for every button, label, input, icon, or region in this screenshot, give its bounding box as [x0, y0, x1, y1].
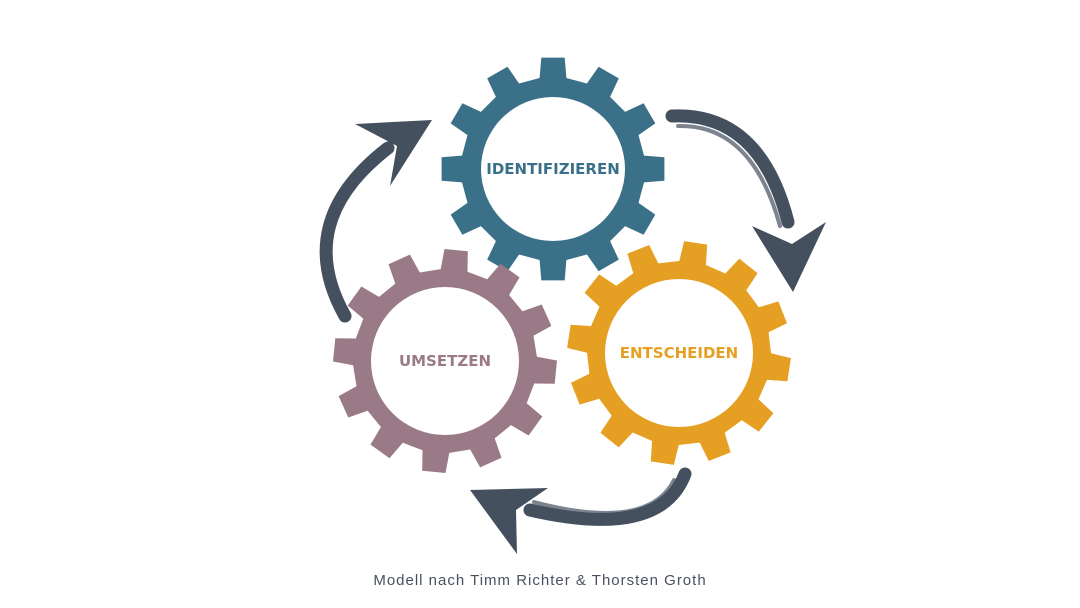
model-attribution-caption: Modell nach Timm Richter & Thorsten Grot…	[373, 572, 707, 589]
gear-shape	[441, 57, 665, 281]
gear-identifizieren: IDENTIFIZIEREN	[441, 57, 665, 281]
arrow-shaft	[319, 141, 395, 323]
cycle-arrows	[319, 109, 826, 554]
arrow-head	[752, 222, 826, 292]
arrow-implement-to-identify	[319, 120, 432, 323]
arrow-shaft-brush	[322, 158, 382, 300]
gear-label-umsetzen: UMSETZEN	[399, 352, 491, 370]
arrow-shaft	[523, 467, 692, 526]
arrow-decide-to-implement	[470, 467, 692, 554]
arrow-shaft-brush	[676, 123, 782, 228]
gear-label-identifizieren: IDENTIFIZIEREN	[486, 160, 620, 178]
arrow-shaft-brush	[532, 478, 676, 515]
arrow-head	[355, 120, 432, 186]
arrow-shaft	[665, 109, 795, 229]
gear-shape	[333, 249, 557, 473]
gear-shape	[567, 241, 791, 465]
arrow-identify-to-decide	[665, 109, 826, 292]
gear-umsetzen: UMSETZEN	[333, 249, 557, 473]
gear-entscheiden: ENTSCHEIDEN	[567, 241, 791, 465]
gear-label-entscheiden: ENTSCHEIDEN	[620, 344, 738, 362]
arrow-head	[470, 488, 548, 554]
